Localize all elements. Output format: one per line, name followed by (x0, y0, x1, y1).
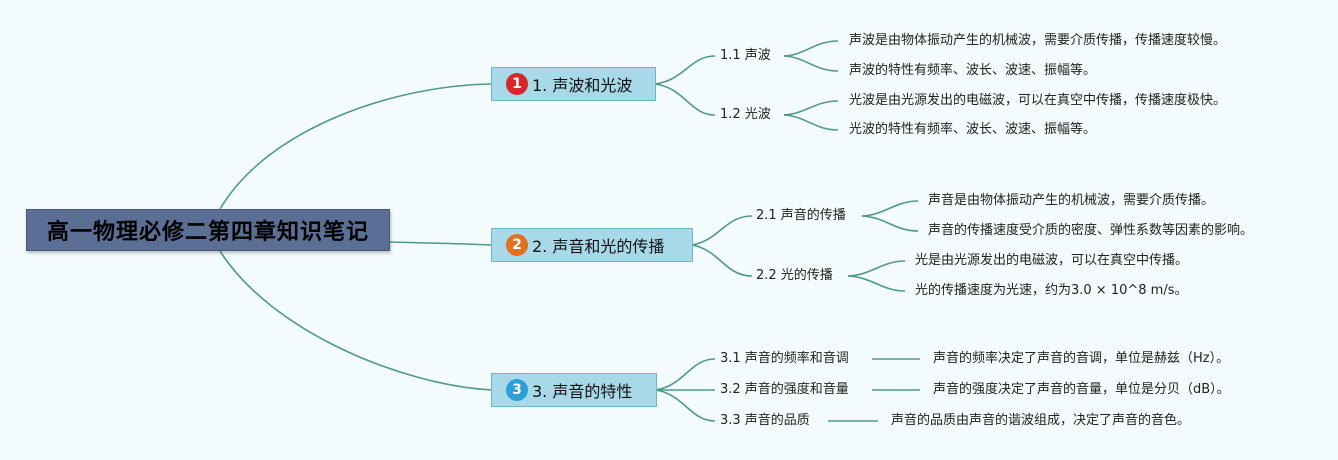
leaf-2-2-2[interactable]: 光的传播速度为光速，约为3.0 × 10^8 m/s。 (915, 283, 1188, 298)
link-root-topic-1 (219, 83, 493, 210)
number-badge-1-icon: 1 (506, 73, 528, 95)
subtopic-3-2[interactable]: 3.2 声音的强度和音量 (720, 382, 849, 397)
link-sub-1-2-leaf-2 (783, 114, 839, 131)
leaf-1-1-1[interactable]: 声波是由物体振动产生的机械波，需要介质传播，传播速度较慢。 (849, 33, 1227, 48)
subtopic-2-2[interactable]: 2.2 光的传播 (756, 268, 833, 283)
subtopic-1-1[interactable]: 1.1 声波 (720, 48, 771, 63)
leaf-2-1-1[interactable]: 声音是由物体振动产生的机械波，需要介质传播。 (928, 193, 1215, 208)
link-topic-3-sub-1 (655, 358, 716, 391)
link-sub-2-1-leaf-1 (861, 200, 919, 217)
link-topic-2-sub-2 (691, 244, 753, 277)
link-root-topic-2 (389, 241, 493, 246)
link-topic-1-sub-1 (654, 55, 716, 85)
topic-1[interactable]: 1 1. 声波和光波 (491, 67, 656, 101)
subtopic-3-1[interactable]: 3.1 声音的频率和音调 (720, 351, 849, 366)
subtopic-3-3[interactable]: 3.3 声音的品质 (720, 413, 810, 428)
link-topic-1-sub-2 (654, 83, 716, 116)
subtopic-2-1[interactable]: 2.1 声音的传播 (756, 208, 846, 223)
leaf-3-1-1[interactable]: 声音的频率决定了声音的音调，单位是赫兹（Hz）。 (933, 351, 1230, 366)
root-title: 高一物理必修二第四章知识笔记 (46, 220, 369, 245)
link-topic-3-sub-3 (655, 389, 716, 422)
leaf-3-3-1[interactable]: 声音的品质由声音的谐波组成，决定了声音的音色。 (891, 413, 1191, 428)
link-sub-2-2-leaf-2 (847, 275, 906, 292)
link-sub-2-1-leaf-2 (861, 215, 919, 232)
link-sub-1-1-leaf-1 (783, 40, 839, 57)
link-topic-2-sub-1 (691, 215, 753, 246)
link-sub-1-1-leaf-2 (783, 55, 839, 72)
number-badge-2-icon: 2 (506, 234, 528, 256)
leaf-1-2-1[interactable]: 光波是由光源发出的电磁波，可以在真空中传播，传播速度极快。 (849, 93, 1227, 108)
subtopic-1-2[interactable]: 1.2 光波 (720, 107, 771, 122)
leaf-2-1-2[interactable]: 声音的传播速度受介质的密度、弹性系数等因素的影响。 (928, 223, 1254, 238)
topic-2[interactable]: 2 2. 声音和光的传播 (491, 228, 693, 262)
link-root-topic-3 (219, 250, 493, 391)
root-node[interactable]: 高一物理必修二第四章知识笔记 (26, 209, 390, 251)
topic-1-title: 1. 声波和光波 (532, 76, 633, 95)
number-badge-3-icon: 3 (506, 379, 528, 401)
link-sub-1-2-leaf-1 (783, 100, 839, 116)
leaf-2-2-1[interactable]: 光是由光源发出的电磁波，可以在真空中传播。 (915, 253, 1189, 268)
link-sub-2-2-leaf-1 (847, 260, 906, 277)
leaf-1-1-2[interactable]: 声波的特性有频率、波长、波速、振幅等。 (849, 63, 1097, 78)
topic-3-title: 3. 声音的特性 (532, 382, 633, 401)
topic-2-title: 2. 声音和光的传播 (532, 237, 665, 256)
leaf-3-2-1[interactable]: 声音的强度决定了声音的音量，单位是分贝（dB）。 (933, 382, 1230, 397)
topic-3[interactable]: 3 3. 声音的特性 (491, 373, 657, 407)
leaf-1-2-2[interactable]: 光波的特性有频率、波长、波速、振幅等。 (849, 122, 1097, 137)
